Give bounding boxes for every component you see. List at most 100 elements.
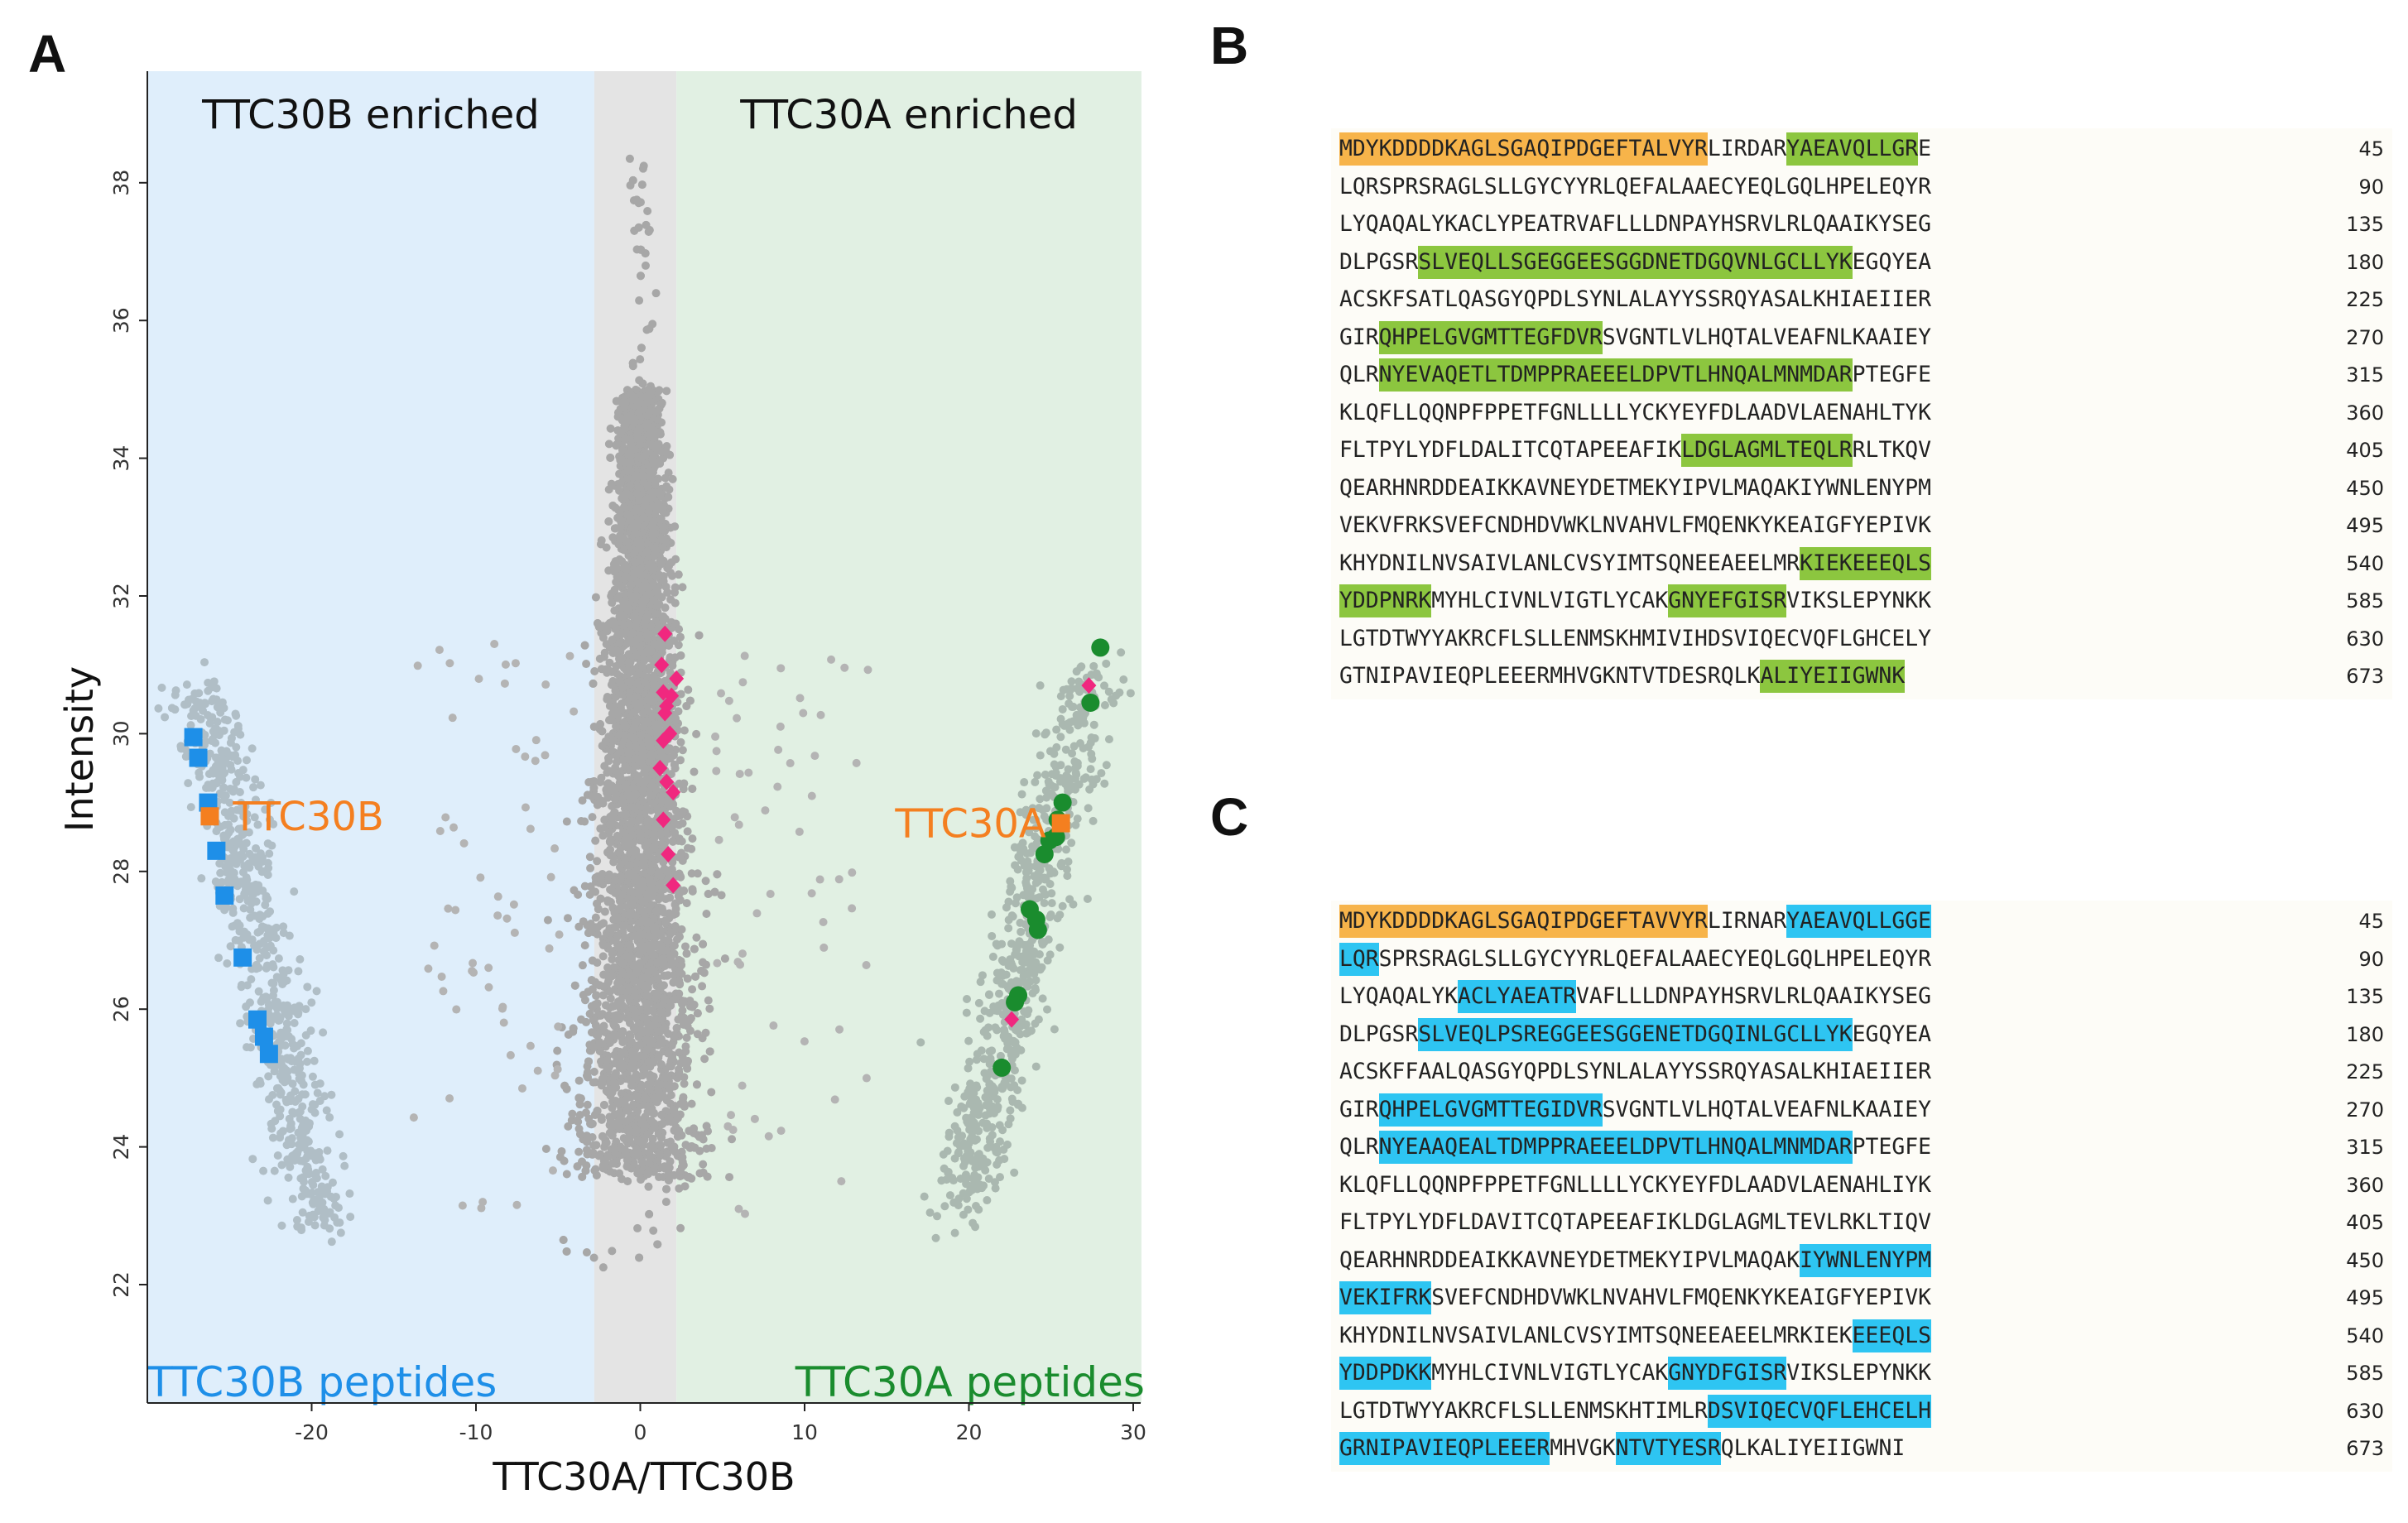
ttc30a-peptide-highlight: SLVEQLLSGEGGEESGGDNETDGQVNLGCLLYK [1418, 245, 1853, 279]
ttc30a-sequence-row: LQRSPRSRAGLSLLGYCYYRLQEFALAAECYEQLGQLHPE… [1339, 171, 1931, 204]
ttc30a-sequence-text: MYHLCIVNLVIGTLYCAK [1431, 588, 1669, 613]
marker-1-2 [1053, 793, 1072, 812]
ttc30b-peptide-highlight: VEKIFRK [1339, 1281, 1432, 1314]
ttc30b-peptide-highlight: GNYDFGISR [1668, 1357, 1787, 1390]
x-tick-label: -20 [295, 1420, 329, 1444]
ttc30a-sequence-row: LGTDTWYYAKRCFLSLLENMSKHMIVIHDSVIQECVQFLG… [1339, 622, 1931, 656]
marker-2-15 [1081, 677, 1097, 694]
ttc30b-sequence-text: SPRSRAGLSLLGYCYYRLQEFALAAECYEQLGQLHPELEQ… [1378, 945, 1931, 972]
ttc30a-residue-number: 630 [2346, 627, 2384, 651]
ttc30b-residue-number: 630 [2346, 1399, 2384, 1423]
ttc30b-sequence-row: MDYKDDDDKAGLSGAQIPDGEFTAVVYRLIRNARYAEAVQ… [1339, 905, 1932, 938]
ttc30b-peptide-highlight: LQR [1339, 942, 1379, 976]
x-tick-label: 10 [791, 1420, 818, 1444]
annotation-label: TTC30B [232, 794, 384, 840]
marker-2-16 [1004, 1011, 1020, 1028]
ttc30b-sequence-text: DLPGSR [1339, 1021, 1419, 1047]
ttc30b-residue-number: 270 [2346, 1098, 2384, 1122]
ttc30a-sequence-row: GIRQHPELGVGMTTEGFDVRSVGNTLVLHQTALVEAFNLK… [1339, 320, 1931, 354]
ttc30a-residue-number: 495 [2346, 514, 2384, 537]
ttc30a-sequence-text: E [1918, 136, 1932, 161]
ttc30b-sequence-text: ACSKFFAALQASGYQPDLSYNLALAYYSSRQYASALKHIA… [1339, 1059, 1931, 1084]
ttc30b-sequence-text: LYQAQALYK [1339, 983, 1458, 1009]
ttc30b-peptide-highlight: SLVEQLPSREGGEESGGENETDGQINLGCLLYK [1418, 1017, 1853, 1051]
marker-0-8 [259, 1045, 278, 1064]
ttc30a-peptide-highlight: NYEVAQETLTDMPPRAEEELDPVTLHNQALMNMDAR [1378, 358, 1853, 392]
ttc30b-sequence-text: MHVGK [1550, 1435, 1616, 1461]
marker-0-0 [184, 728, 203, 747]
ttc30a-residue-number: 405 [2346, 439, 2384, 462]
ttc30b-residue-number: 540 [2346, 1324, 2384, 1348]
ttc30a-sequence-text: GTNIPAVIEQPLEEERMHVGKNTVTDESRQLK [1339, 663, 1761, 689]
ttc30b-sequence-row: LGTDTWYYAKRCFLSLLENMSKHTIMLRDSVIQECVQFLE… [1339, 1394, 1931, 1428]
panel-b-label: B [1210, 16, 1249, 75]
ttc30a-sequence-text: EGQYEA [1852, 248, 1932, 275]
ttc30a-peptide-highlight: LDGLAGMLTEQLR [1681, 434, 1853, 467]
ttc30a-sequence-text: SVGNTLVLHQTALVEAFNLKAAIEY [1602, 324, 1931, 350]
ttc30a-sequence-row: YDDPNRKMYHLCIVNLVIGTLYCAKGNYEFGISRVIKSLE… [1339, 584, 1931, 617]
ttc30b-residue-number: 180 [2346, 1022, 2384, 1046]
ttc30a-sequence-text: LIRDAR [1707, 136, 1787, 161]
marker-0-4 [215, 886, 234, 905]
ttc30a-peptide-highlight: KIEKEEEQLS [1800, 546, 1931, 580]
ttc30a-sequence-row: FLTPYLYDFLDALITCQTAPEEAFIKLDGLAGMLTEQLRR… [1339, 434, 1931, 467]
ttc30b-residue-number: 90 [2358, 947, 2384, 971]
marker-0-6 [248, 1010, 267, 1029]
ttc30a-sequence-text: RLTKQV [1852, 437, 1932, 463]
ttc30a-sequence-row: KLQFLLQQNPFPPETFGNLLLLYCKYEYFDLAADVLAENA… [1339, 396, 1931, 430]
marker-2-9 [652, 760, 668, 776]
ttc30b-residue-number: 405 [2346, 1211, 2384, 1234]
ttc30b-residue-number: 45 [2358, 910, 2384, 933]
ttc30a-residue-number: 540 [2346, 551, 2384, 575]
y-tick-label: 38 [109, 170, 133, 196]
marker-2-6 [657, 704, 673, 722]
ttc30b-sequence-row: KLQFLLQQNPFPPETFGNLLLLYCKYEYFDLAADVLAENA… [1339, 1169, 1931, 1202]
ttc30a-peptide-highlight: GNYEFGISR [1668, 584, 1787, 617]
ttc30a-residue-number: 90 [2358, 175, 2384, 199]
ttc30b-sequence-row: ACSKFFAALQASGYQPDLSYNLALAYYSSRQYASALKHIA… [1339, 1055, 1931, 1088]
ttc30a-sequence-row: ACSKFSATLQASGYQPDLSYNLALAYYSSRQYASALKHIA… [1339, 283, 1931, 316]
region-title: TTC30A enriched [739, 92, 1078, 138]
ttc30b-sequence-text: SVEFCNDHDVWKLNVAHVLFMQENKYKEAIGFYEPIVK [1431, 1285, 1931, 1310]
ttc30b-residue-number: 315 [2346, 1136, 2384, 1159]
ttc30b-sequence-text: SVGNTLVLHQTALVEAFNLKAAIEY [1602, 1096, 1931, 1122]
y-tick-label: 26 [109, 996, 133, 1022]
marker-2-0 [657, 625, 673, 642]
ttc30b-peptide-highlight: GRNIPAVIEQPLEEER [1339, 1432, 1550, 1465]
ttc30a-sequence-row: MDYKDDDDKAGLSGAQIPDGEFTALVYRLIRDARYAEAVQ… [1339, 132, 1931, 166]
x-tick-label: 20 [956, 1420, 983, 1444]
ttc30b-residue-number: 450 [2346, 1248, 2384, 1272]
ttc30a-sequence-text: QEARHNRDDEAIKKAVNEYDETMEKYIPVLMAQAKIYWNL… [1339, 474, 1931, 501]
ttc30b-sequence-row: LQRSPRSRAGLSLLGYCYYRLQEFALAAECYEQLGQLHPE… [1339, 942, 1931, 976]
marker-0-7 [254, 1027, 273, 1046]
ttc30a-sequence-text: ACSKFSATLQASGYQPDLSYNLALAYYSSRQYASALKHIA… [1339, 286, 1931, 312]
marker-2-2 [669, 670, 685, 687]
ttc30b-sequence-text: VAFLLLDNPAYHSRVLRLQAAIKYSEG [1576, 983, 1931, 1009]
marker-2-13 [661, 846, 676, 862]
ttc30a-sequence-row: KHYDNILNVSAIVLANLCVSYIMTSQNEEAEELMRKIEKE… [1339, 546, 1931, 580]
marker-1-12 [993, 1058, 1012, 1077]
ttc30b-peptide-highlight: MDYKDDDDKAGLSGAQIPDGEFTAVVYR [1339, 905, 1708, 938]
marker-1-6 [1035, 845, 1054, 863]
ttc30b-peptide-highlight: YAEAVQLLGGE [1786, 905, 1932, 938]
ttc30b-sequence-row: QEARHNRDDEAIKKAVNEYDETMEKYIPVLMAQAKIYWNL… [1339, 1243, 1931, 1277]
ttc30a-peptide-highlight: YAEAVQLLGR [1786, 132, 1919, 166]
ttc30a-sequence-text: FLTPYLYDFLDALITCQTAPEEAFIK [1339, 437, 1682, 463]
marker-0-5 [233, 948, 252, 967]
ttc30b-peptide-highlight: EEEQLS [1852, 1319, 1931, 1352]
ttc30b-sequence-text: KLQFLLQQNPFPPETFGNLLLLYCKYEYFDLAADVLAENA… [1339, 1171, 1931, 1198]
region-title: TTC30B enriched [201, 92, 540, 138]
ttc30a-residue-number: 270 [2346, 325, 2384, 349]
marker-2-11 [666, 784, 681, 801]
ttc30b-residue-number: 360 [2346, 1173, 2384, 1197]
sequence-panel-ttc30b: MDYKDDDDKAGLSGAQIPDGEFTAVVYRLIRNARYAEAVQ… [1331, 901, 2392, 1472]
marker-0-1 [189, 748, 208, 767]
ttc30b-sequence-text: VIKSLEPYNKK [1786, 1360, 1932, 1386]
ttc30b-peptide-highlight: QHPELGVGMTTEGIDVR [1378, 1093, 1603, 1127]
ttc30b-sequence-row: YDDPDKKMYHLCIVNLVIGTLYCAKGNYDFGISRVIKSLE… [1339, 1357, 1931, 1390]
ttc30b-sequence-text: KHYDNILNVSAIVLANLCVSYIMTSQNEEAEELMRKIEK [1339, 1322, 1853, 1348]
ttc30b-sequence-text: GIR [1339, 1096, 1379, 1122]
marker-1-9 [1028, 920, 1047, 939]
ttc30b-sequence-text: LGTDTWYYAKRCFLSLLENMSKHTIMLR [1339, 1397, 1708, 1424]
